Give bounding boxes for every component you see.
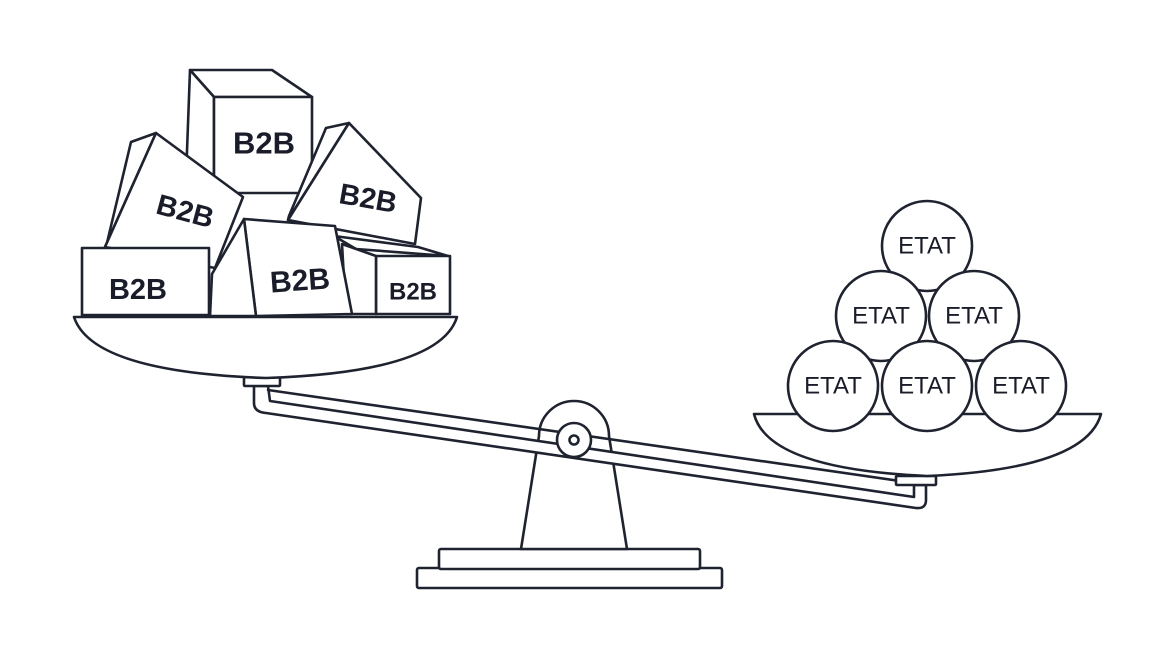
etat-ball: ETAT	[880, 199, 974, 293]
b2b-box: B2B	[286, 121, 423, 246]
etat-ball: ETAT	[786, 339, 880, 433]
etat-ball: ETAT	[880, 339, 974, 433]
b2b-box: B2B	[332, 234, 452, 316]
etat-balls: ETAT ETAT ETAT ETAT ETAT ETAT	[786, 199, 1068, 433]
svg-text:B2B: B2B	[269, 262, 331, 299]
etat-ball: ETAT	[927, 269, 1021, 363]
etat-ball: ETAT	[834, 269, 928, 363]
b2b-box: B2B	[80, 246, 211, 317]
svg-text:ETAT: ETAT	[804, 373, 862, 400]
b2b-box: B2B	[208, 217, 354, 318]
scale-base	[415, 547, 724, 590]
svg-text:ETAT: ETAT	[945, 303, 1003, 330]
pivot-icon	[555, 421, 593, 459]
right-pan-mount	[894, 474, 938, 487]
svg-text:B2B: B2B	[109, 274, 167, 306]
svg-text:B2B: B2B	[233, 126, 295, 161]
left-pan	[72, 315, 459, 380]
svg-text:B2B: B2B	[389, 279, 437, 306]
svg-text:ETAT: ETAT	[898, 233, 956, 260]
etat-ball: ETAT	[974, 339, 1068, 433]
b2b-boxes: B2B B2B B2B B2B B2B	[80, 68, 452, 318]
svg-text:ETAT: ETAT	[992, 373, 1050, 400]
b2b-box: B2B	[103, 131, 245, 270]
svg-text:ETAT: ETAT	[852, 303, 910, 330]
svg-text:ETAT: ETAT	[898, 373, 956, 400]
